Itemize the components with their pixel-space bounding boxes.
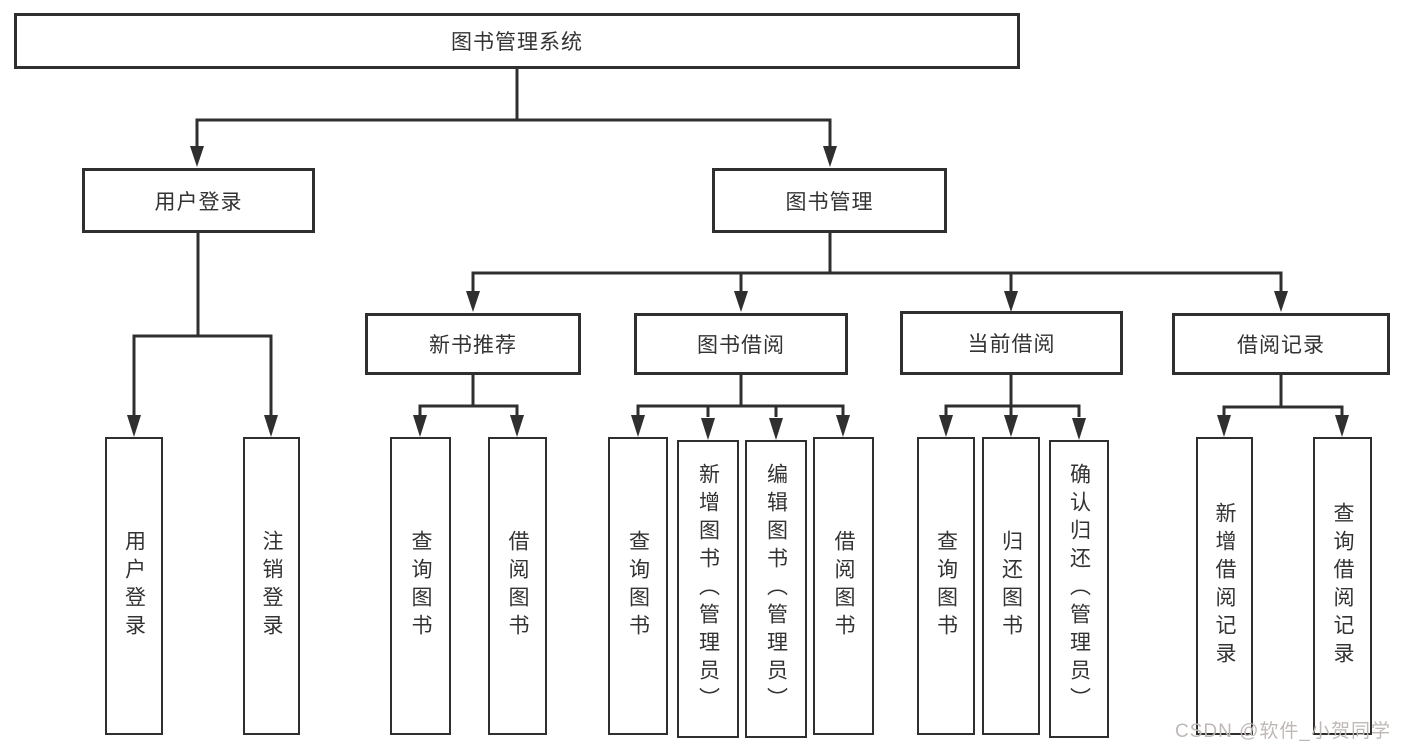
leaf-logout: 注销登录 xyxy=(243,437,300,735)
connector-borrow-records xyxy=(1222,375,1344,417)
connector-root xyxy=(195,68,832,148)
node-book-management: 图书管理 xyxy=(712,168,947,233)
node-user-login: 用户登录 xyxy=(82,168,315,233)
connector-user-login xyxy=(132,233,273,417)
leaf-return-book: 归还图书 xyxy=(982,437,1040,735)
node-current-borrow: 当前借阅 xyxy=(900,311,1123,375)
leaf-edit-book-admin-label: 编辑图书（管理员） xyxy=(764,463,788,715)
leaf-add-book-admin: 新增图书（管理员） xyxy=(677,440,739,738)
leaf-user-login: 用户登录 xyxy=(105,437,163,735)
node-user-login-label: 用户登录 xyxy=(154,190,243,214)
leaf-add-borrow-record-label: 新增借阅记录 xyxy=(1213,502,1236,670)
arrowhead xyxy=(1004,291,1018,312)
arrowhead xyxy=(190,146,204,167)
connector-book-management xyxy=(471,233,1283,293)
node-book-borrow-label: 图书借阅 xyxy=(697,334,785,357)
arrowhead xyxy=(1004,415,1018,437)
leaf-confirm-return-admin: 确认归还（管理员） xyxy=(1049,440,1109,738)
leaf-borrow-books-2-label: 借阅图书 xyxy=(832,530,855,642)
node-library-management-system: 图书管理系统 xyxy=(14,13,1020,69)
leaf-edit-book-admin: 编辑图书（管理员） xyxy=(745,440,807,738)
arrowhead xyxy=(734,291,748,312)
leaf-logout-label: 注销登录 xyxy=(260,530,283,642)
leaf-borrow-books-recommend: 借阅图书 xyxy=(488,437,547,735)
leaf-query-books-recommend: 查询图书 xyxy=(390,437,451,735)
arrowhead xyxy=(1217,415,1231,437)
leaf-confirm-return-admin-label: 确认归还（管理员） xyxy=(1067,463,1091,715)
arrowhead xyxy=(1335,415,1349,437)
node-book-borrow: 图书借阅 xyxy=(634,313,848,375)
arrowhead xyxy=(413,415,427,437)
csdn-watermark: CSDN @软件_小贺同学 xyxy=(1175,721,1391,742)
node-borrow-records-label: 借阅记录 xyxy=(1237,334,1325,357)
leaf-query-books-current-label: 查询图书 xyxy=(934,530,958,642)
leaf-query-books-current: 查询图书 xyxy=(917,437,975,735)
arrowhead xyxy=(631,415,645,437)
leaf-query-books-recommend-label: 查询图书 xyxy=(409,530,432,642)
arrowhead xyxy=(466,291,480,312)
node-new-book-recommend: 新书推荐 xyxy=(365,313,581,375)
arrowhead xyxy=(836,415,850,437)
connector-current-borrow xyxy=(944,375,1081,417)
leaf-user-login-label: 用户登录 xyxy=(122,530,146,642)
leaf-borrow-books-2: 借阅图书 xyxy=(813,437,874,735)
leaf-query-borrow-record-label: 查询借阅记录 xyxy=(1331,502,1354,670)
leaf-borrow-books-recommend-label: 借阅图书 xyxy=(506,530,529,642)
leaf-return-book-label: 归还图书 xyxy=(999,530,1023,642)
node-library-management-system-label: 图书管理系统 xyxy=(451,31,583,54)
arrowhead xyxy=(939,415,953,437)
leaf-query-books-borrow: 查询图书 xyxy=(608,437,668,735)
arrowhead xyxy=(1274,291,1288,312)
arrowhead xyxy=(127,415,141,437)
node-new-book-recommend-label: 新书推荐 xyxy=(429,334,517,357)
leaf-add-borrow-record: 新增借阅记录 xyxy=(1196,437,1253,735)
arrowhead xyxy=(1072,418,1086,440)
connector-book-borrow xyxy=(636,375,845,417)
leaf-query-borrow-record: 查询借阅记录 xyxy=(1313,437,1372,735)
arrowhead xyxy=(264,415,278,437)
node-book-management-label: 图书管理 xyxy=(785,190,874,214)
node-current-borrow-label: 当前借阅 xyxy=(967,333,1056,356)
leaf-query-books-borrow-label: 查询图书 xyxy=(626,530,650,642)
node-borrow-records: 借阅记录 xyxy=(1172,313,1390,375)
arrowhead xyxy=(769,418,783,440)
arrowhead xyxy=(701,418,715,440)
connector-new-book-recommend xyxy=(418,375,519,417)
arrowhead xyxy=(823,146,837,167)
arrowhead xyxy=(510,415,524,437)
leaf-add-book-admin-label: 新增图书（管理员） xyxy=(696,463,720,715)
